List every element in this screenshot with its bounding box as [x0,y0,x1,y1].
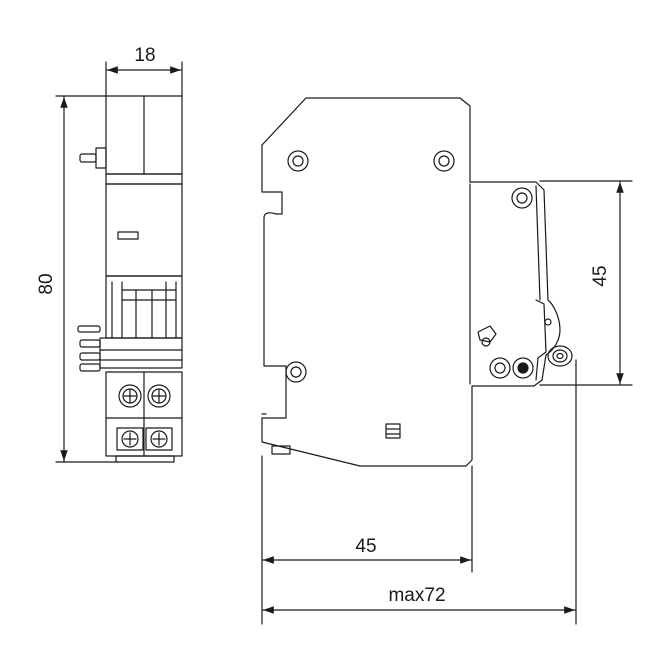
lever-pin-bottom [79,363,101,372]
mounting-hole-right-bottom-b [512,357,534,379]
lever-pin-top [77,325,101,333]
side-button-pin [79,153,97,163]
terminal-screw-top-right [147,384,171,408]
terminal-screw-bottom-right [145,427,173,451]
dim-label-depth-rail: 45 [355,536,376,557]
front-band [105,173,183,185]
lever-pin-mid [79,339,101,348]
mounting-hole-bottom-left [285,361,307,383]
front-indicator-slot [117,231,139,240]
lever-pin-low [79,352,101,361]
dim-label-width: 18 [134,45,155,66]
bottom-clip [271,445,291,455]
toggle-knob [547,345,573,367]
bottom-slot [385,423,401,439]
front-view [55,61,183,463]
terminal-screw-top-left [118,384,142,408]
front-lever [99,337,183,369]
latch-mechanism [477,318,552,347]
terminal-foot [115,455,175,463]
dim-label-height-total: 80 [36,273,57,294]
mounting-hole-top-right [433,150,455,172]
mounting-hole-top-left [287,150,309,172]
terminal-screw-bottom-left [116,427,144,451]
dim-label-depth-max: max72 [388,585,445,606]
front-mechanism [105,275,183,339]
side-view [261,97,633,625]
mounting-hole-right-top [511,187,533,209]
front-middle-block [105,183,183,277]
mounting-hole-right-bottom-a [489,357,511,379]
side-outline [261,97,561,467]
dim-label-height-front: 45 [590,265,611,286]
side-button [95,147,107,169]
